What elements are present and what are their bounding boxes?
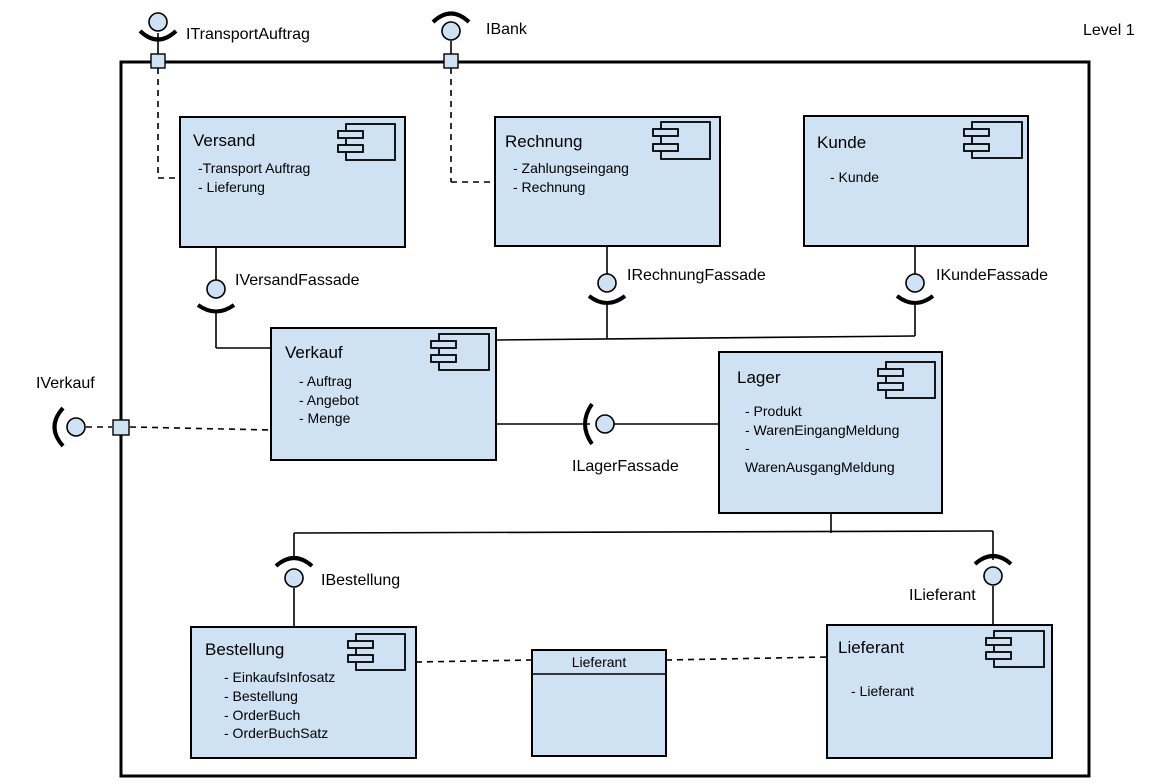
- ball-socket-iverkauf-icon: [52, 406, 86, 448]
- ball-socket-irechnung-icon: [587, 273, 627, 305]
- component-title: Lieferant: [838, 638, 904, 657]
- component-attr: - Lieferung: [198, 179, 265, 195]
- component-icon: [877, 361, 936, 399]
- system-boundary: [119, 60, 1091, 778]
- component-attr: - OrderBuch: [224, 707, 300, 723]
- component-icon: [652, 121, 711, 160]
- level-label: Level 1: [1083, 22, 1135, 39]
- ball-socket-itransport-icon: [138, 12, 178, 54]
- component-attr: - Zahlungseingang: [513, 160, 629, 176]
- component-attr: - WarenEingangMeldung: [745, 422, 899, 438]
- component-title: Kunde: [817, 133, 866, 152]
- class-title: Lieferant: [572, 654, 627, 670]
- component-title: Lager: [737, 368, 781, 387]
- dash-class-lieferant: [665, 656, 828, 661]
- component-icon: [337, 123, 396, 161]
- component-attr: - Kunde: [830, 169, 879, 185]
- port-iverkauf[interactable]: [112, 419, 130, 436]
- component-title: Verkauf: [285, 343, 343, 362]
- label-ilieferant: ILieferant: [909, 587, 976, 604]
- label-iverkauf: IVerkauf: [36, 375, 95, 392]
- component-title: Versand: [193, 131, 255, 150]
- component-icon: [347, 633, 406, 671]
- port-itransport[interactable]: [150, 53, 166, 69]
- component-lieferant[interactable]: Lieferant - Lieferant: [826, 624, 1053, 759]
- component-attr: WarenAusgangMeldung: [745, 459, 895, 475]
- component-bestellung[interactable]: Bestellung - EinkaufsInfosatz - Bestellu…: [190, 626, 417, 759]
- class-lieferant[interactable]: Lieferant: [531, 649, 667, 757]
- component-attr: - EinkaufsInfosatz: [224, 669, 335, 685]
- component-rechnung[interactable]: Rechnung - Zahlungseingang - Rechnung: [494, 116, 721, 247]
- component-title: Rechnung: [505, 132, 583, 151]
- component-attr: - Rechnung: [513, 179, 585, 195]
- component-versand[interactable]: Versand -Transport Auftrag - Lieferung: [179, 116, 406, 248]
- component-icon: [430, 333, 490, 371]
- dash-iverkauf-inner: [129, 426, 272, 431]
- component-attr: - Auftrag: [299, 373, 352, 389]
- ball-socket-ilieferant-icon: [973, 554, 1013, 586]
- component-attr: - Menge: [299, 410, 351, 426]
- component-icon: [985, 630, 1045, 668]
- component-lager[interactable]: Lager - Produkt - WarenEingangMeldung - …: [718, 351, 943, 514]
- component-kunde[interactable]: Kunde - Kunde: [803, 115, 1029, 247]
- component-title: Bestellung: [205, 640, 284, 659]
- component-icon: [963, 121, 1023, 159]
- component-attr: - Angebot: [299, 392, 359, 408]
- component-attr: -: [745, 440, 750, 456]
- component-attr: - Lieferant: [851, 683, 914, 699]
- dash-bestellung-class: [415, 659, 533, 663]
- ball-socket-ibank-icon: [431, 11, 471, 54]
- label-ibestellung: IBestellung: [321, 572, 400, 589]
- ball-socket-ibestellung-icon: [274, 556, 314, 588]
- ball-socket-ikunde-icon: [895, 273, 935, 305]
- component-attr: - OrderBuchSatz: [224, 725, 328, 741]
- label-itransport: ITransportAuftrag: [186, 26, 310, 43]
- label-ibank: IBank: [486, 21, 528, 38]
- label-ilagerfassade: ILagerFassade: [572, 458, 679, 475]
- label-ikundefassade: IKundeFassade: [936, 267, 1048, 284]
- label-irechnungfassade: IRechnungFassade: [627, 267, 766, 284]
- line-lager-required: [293, 530, 994, 534]
- line-verkauf-required: [495, 335, 916, 341]
- component-attr: - Produkt: [745, 403, 802, 419]
- component-attr: -Transport Auftrag: [198, 160, 310, 176]
- ball-socket-iversand-icon: [196, 279, 236, 314]
- component-verkauf[interactable]: Verkauf - Auftrag - Angebot - Menge: [270, 327, 497, 461]
- ball-socket-ilager-icon: [583, 402, 615, 446]
- label-iversandfassade: IVersandFassade: [235, 272, 360, 289]
- component-attr: - Bestellung: [224, 688, 298, 704]
- port-ibank[interactable]: [443, 53, 459, 69]
